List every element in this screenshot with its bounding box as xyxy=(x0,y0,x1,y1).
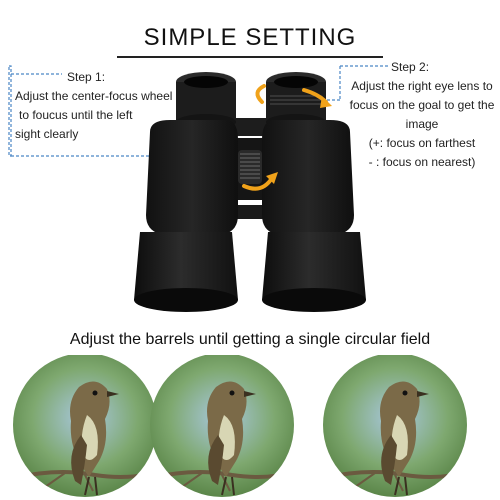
title-underline xyxy=(117,56,383,58)
bird-photo xyxy=(13,355,157,497)
step2-text: Step 2: Adjust the right eye lens to foc… xyxy=(347,58,497,172)
step1-line: sight clearly xyxy=(15,127,79,141)
bird-photo xyxy=(150,355,294,497)
step1-heading: Step 1: xyxy=(67,70,106,84)
step2-line: (+: focus on farthest xyxy=(368,136,476,150)
step2-line: image xyxy=(405,117,439,131)
bird-photo-row xyxy=(13,355,467,497)
center-focus-wheel xyxy=(238,150,262,184)
page-title: SIMPLE SETTING xyxy=(143,24,357,51)
diopter-ring xyxy=(270,95,322,105)
step1-text: Step 1: Adjust the center-focus wheel to… xyxy=(15,68,175,144)
binoculars-image: + − xyxy=(8,65,388,312)
step1-line: Adjust the center-focus wheel xyxy=(15,89,173,103)
step2-callout xyxy=(326,65,388,101)
bird-photo xyxy=(323,355,467,497)
step1-line: to foucus until the left xyxy=(19,108,133,122)
step2-line: focus on the goal to get the xyxy=(349,98,495,112)
caption: Adjust the barrels until getting a singl… xyxy=(69,331,431,348)
step2-line: Adjust the right eye lens to xyxy=(351,79,493,93)
step2-heading: Step 2: xyxy=(391,60,430,74)
step2-line: - : focus on nearest) xyxy=(368,155,476,169)
